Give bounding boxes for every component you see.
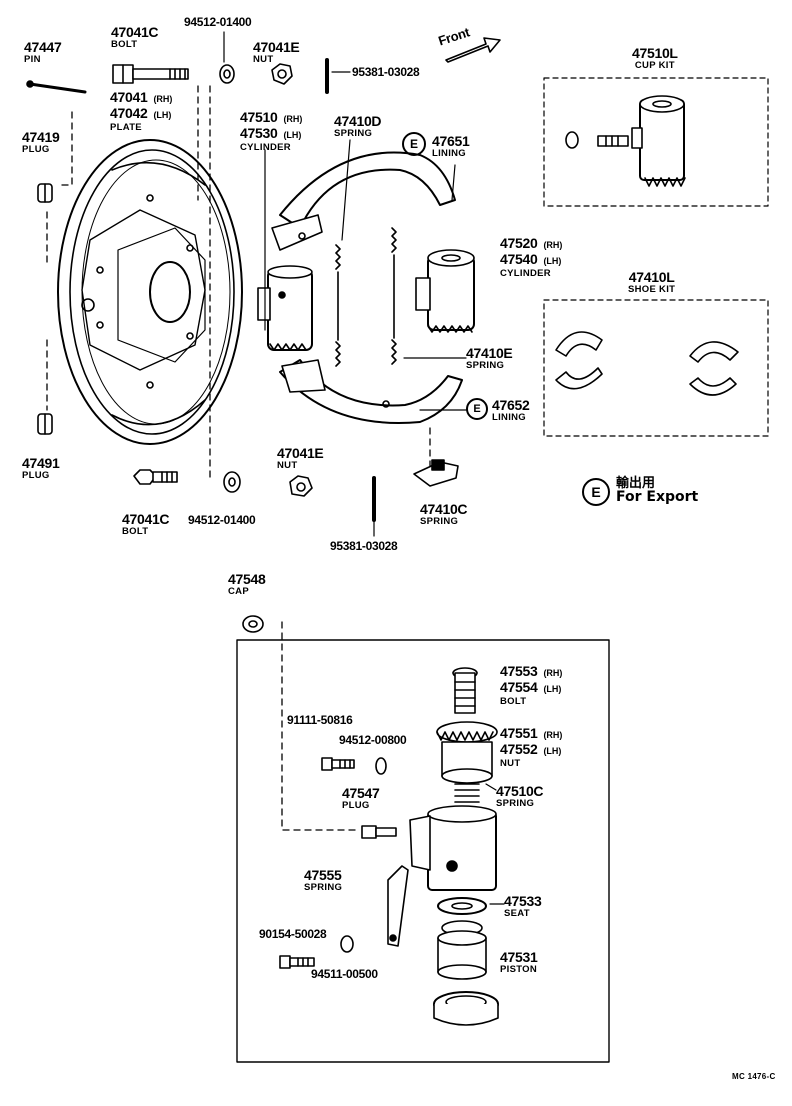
export-badge-47651: E bbox=[402, 132, 426, 156]
export-e-icon: E bbox=[466, 398, 488, 420]
brake-shoe-upper-icon bbox=[271, 151, 456, 251]
callout-47651: 47651 LINING bbox=[432, 133, 470, 159]
callout-47548: 47548 CAP bbox=[228, 571, 266, 597]
export-e-icon: E bbox=[582, 478, 610, 506]
callout-47410e: 47410E SPRING bbox=[466, 345, 513, 371]
export-badge-47652: E bbox=[466, 398, 488, 420]
cup-kit-parts-icon bbox=[565, 95, 686, 187]
callout-94511: 94511-00500 bbox=[311, 967, 378, 981]
plug-part-icon bbox=[37, 183, 53, 203]
callout-47419: 47419 PLUG bbox=[22, 129, 60, 155]
pin-part-icon bbox=[26, 80, 87, 94]
return-spring-icon bbox=[335, 227, 397, 367]
callout-cup-kit: 47510L CUP KIT bbox=[632, 45, 678, 71]
wheel-cylinder-left-icon bbox=[257, 265, 313, 351]
callout-47410d: 47410D SPRING bbox=[334, 113, 382, 139]
nut-part-icon bbox=[271, 63, 293, 85]
plug-part-icon bbox=[37, 413, 53, 435]
callout-94512-00800: 94512-00800 bbox=[339, 733, 407, 747]
adjuster-cylinder-body-icon bbox=[409, 805, 497, 891]
callout-90154: 90154-50028 bbox=[259, 927, 327, 941]
backing-plate-icon bbox=[57, 139, 243, 445]
shoe-kit-parts-icon bbox=[555, 331, 739, 396]
callout-47410c: 47410C SPRING bbox=[420, 501, 468, 527]
brake-shoe-lower-icon bbox=[279, 359, 463, 424]
callout-47041e-bottom: 47041E NUT bbox=[277, 445, 324, 471]
export-e-icon: E bbox=[402, 132, 426, 156]
callout-94512-bottom: 94512-01400 bbox=[188, 513, 256, 527]
callout-95381-top: 95381-03028 bbox=[352, 65, 420, 79]
legend-text-jp: 輸出用 bbox=[616, 476, 656, 491]
adjuster-lever-spring-icon bbox=[387, 865, 409, 947]
callout-47510c: 47510C SPRING bbox=[496, 783, 544, 809]
adjusting-bolt-icon bbox=[452, 667, 478, 714]
callout-47447: 47447 PIN bbox=[24, 39, 62, 65]
bolt-part-icon bbox=[279, 955, 315, 969]
callout-adj-bolt: 47553(RH) 47554(LH) BOLT bbox=[500, 663, 563, 707]
washer-part-icon bbox=[223, 471, 241, 493]
callout-47531: 47531 PISTON bbox=[500, 949, 538, 975]
callout-cylinder-right: 47520(RH) 47540(LH) CYLINDER bbox=[500, 235, 563, 279]
callout-plate: 47041(RH) 47042(LH) PLATE bbox=[110, 89, 173, 133]
callout-adj-nut: 47551(RH) 47552(LH) NUT bbox=[500, 725, 563, 769]
callout-95381-bottom: 95381-03028 bbox=[330, 539, 398, 553]
nut-part-icon bbox=[289, 475, 313, 497]
plug-part-icon bbox=[361, 825, 397, 839]
bolt-part-icon bbox=[133, 469, 178, 485]
bolt-part-icon bbox=[321, 757, 355, 771]
callout-cylinder-left: 47510(RH) 47530(LH) CYLINDER bbox=[240, 109, 303, 153]
washer-part-icon bbox=[219, 64, 235, 84]
diagram-code: MC 1476-C bbox=[732, 1072, 776, 1081]
boot-part-icon bbox=[433, 991, 499, 1026]
callout-47041e-top: 47041E NUT bbox=[253, 39, 300, 65]
callout-47041c-top: 47041C BOLT bbox=[111, 24, 159, 50]
callout-47652: 47652 LINING bbox=[492, 397, 530, 423]
cap-part-icon bbox=[242, 615, 264, 633]
callout-47491: 47491 PLUG bbox=[22, 455, 60, 481]
front-arrow-icon bbox=[445, 37, 501, 63]
wheel-cylinder-right-icon bbox=[415, 249, 475, 333]
adjusting-nut-icon bbox=[436, 721, 498, 784]
legend-text-en: For Export bbox=[616, 489, 699, 505]
callout-91111: 91111-50816 bbox=[287, 713, 353, 727]
callout-47555: 47555 SPRING bbox=[304, 867, 343, 893]
washer-part-icon bbox=[375, 757, 387, 775]
bolt-part-icon bbox=[112, 64, 189, 84]
callout-47533: 47533 SEAT bbox=[504, 893, 542, 919]
piston-part-icon bbox=[437, 920, 487, 980]
callout-shoe-kit: 47410L SHOE KIT bbox=[628, 269, 676, 295]
adjuster-spring-icon bbox=[413, 459, 459, 487]
callout-47041c-bottom: 47041C BOLT bbox=[122, 511, 170, 537]
callout-47547: 47547 PLUG bbox=[342, 785, 380, 811]
seat-part-icon bbox=[437, 897, 487, 915]
callout-94512-top: 94512-01400 bbox=[184, 15, 252, 29]
washer-part-icon bbox=[340, 935, 354, 953]
coil-spring-icon bbox=[454, 783, 480, 809]
